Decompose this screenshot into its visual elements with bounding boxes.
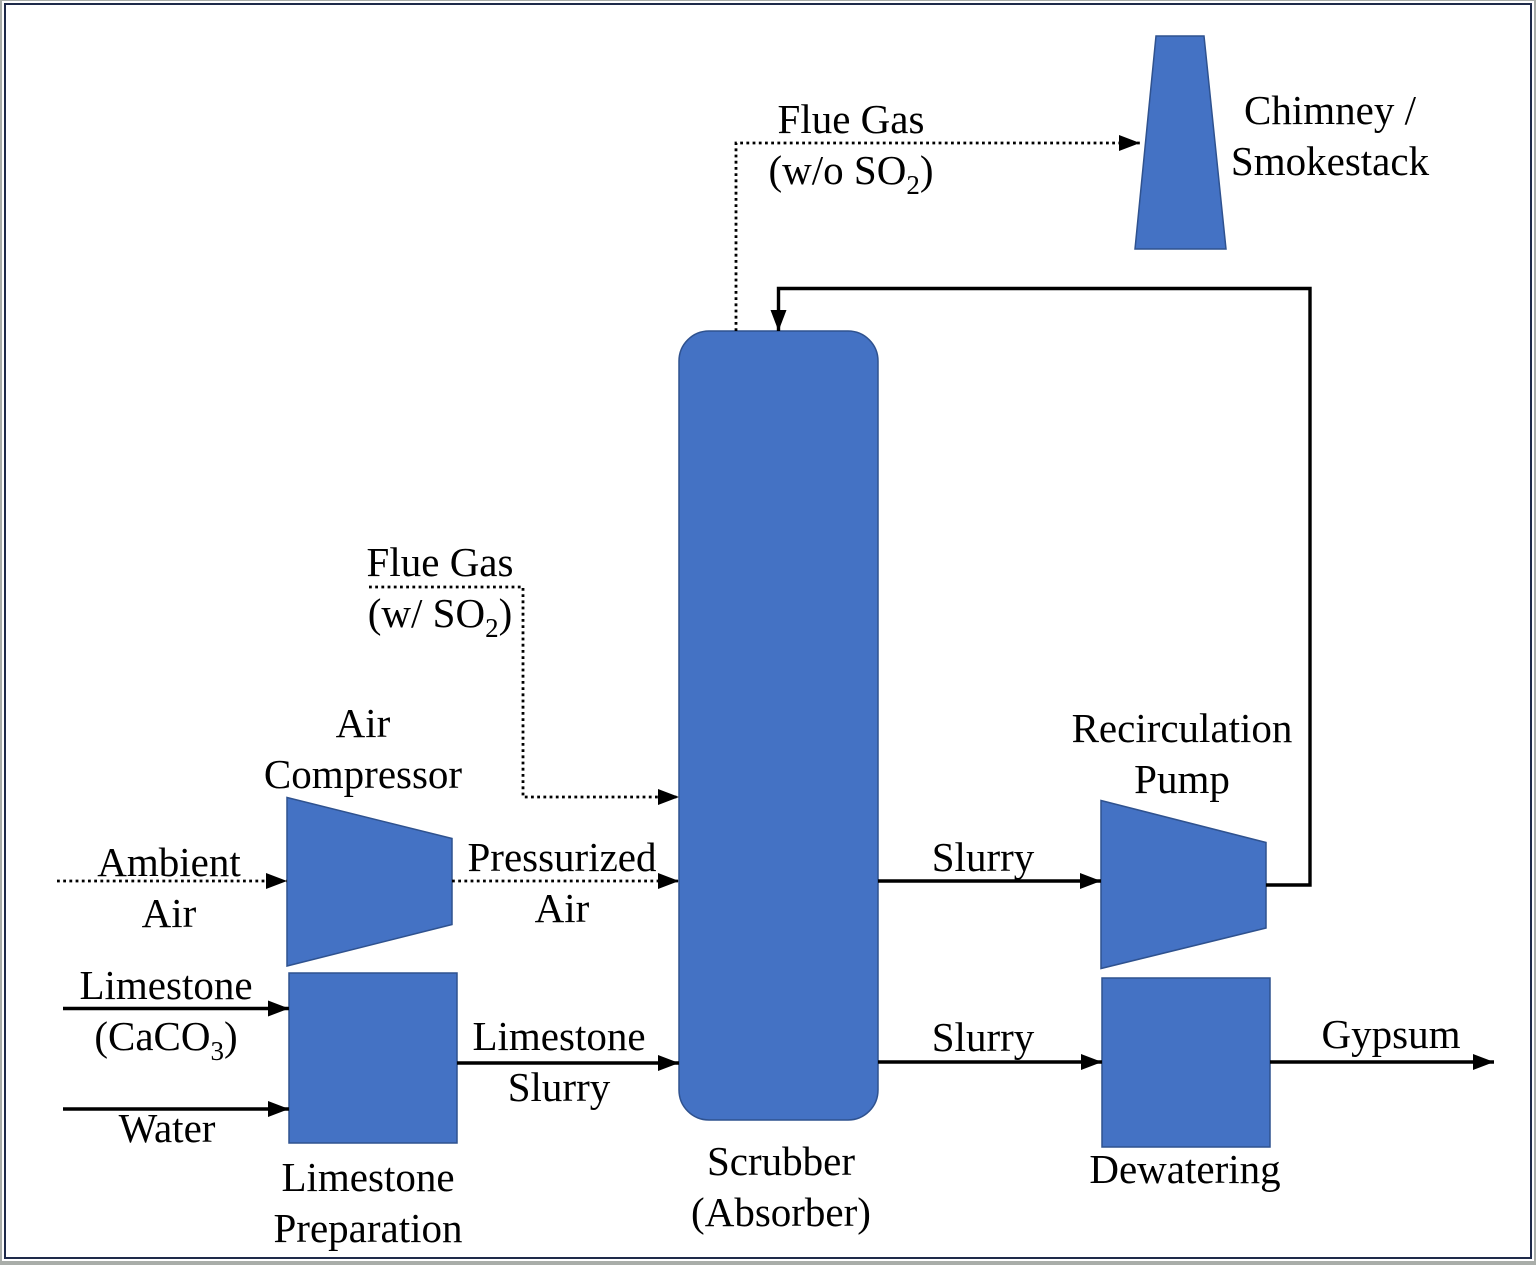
slurry-to-pump-label-line1: Slurry bbox=[931, 834, 1035, 880]
slurry-to-pump-label: Slurry bbox=[932, 832, 1035, 883]
pressurized-air-label: Pressurized Air bbox=[467, 832, 656, 934]
gypsum-out-label: Gypsum bbox=[1322, 1009, 1461, 1060]
dewatering-shape bbox=[1101, 977, 1271, 1148]
water-feed-label-line1: Water bbox=[118, 1105, 216, 1151]
chimney-label-line2: Smokestack bbox=[1230, 138, 1430, 184]
flow-line-flue-gas-in bbox=[369, 585, 679, 805]
dewatering-label-line1: Dewatering bbox=[1089, 1146, 1281, 1192]
limestone-feed-label: Limestone (CaCO3) bbox=[79, 960, 253, 1066]
ambient-air-label-line2: Air bbox=[141, 890, 197, 936]
limestone-feed-label-line2: (CaCO3) bbox=[94, 1013, 238, 1066]
flue-gas-out-label: Flue Gas (w/o SO2) bbox=[768, 94, 934, 200]
recirculation-pump-label: Recirculation Pump bbox=[1072, 703, 1293, 805]
air-compressor-label-line2: Compressor bbox=[263, 751, 463, 797]
dewatering-label: Dewatering bbox=[1089, 1144, 1280, 1195]
limestone-preparation-label-line2: Preparation bbox=[273, 1205, 463, 1251]
flue-gas-in-label: Flue Gas (w/ SO2) bbox=[366, 537, 514, 643]
air-compressor-shape bbox=[286, 796, 453, 967]
pressurized-air-label-line2: Air bbox=[534, 885, 590, 931]
limestone-slurry-label: Limestone Slurry bbox=[472, 1011, 645, 1113]
recirculation-pump-label-line2: Pump bbox=[1134, 756, 1230, 802]
limestone-slurry-label-line1: Limestone bbox=[472, 1013, 646, 1059]
water-feed-label: Water bbox=[119, 1103, 216, 1154]
flue-gas-out-label-line2: (w/o SO2) bbox=[768, 147, 934, 200]
limestone-preparation-label-line1: Limestone bbox=[281, 1154, 455, 1200]
limestone-preparation-shape bbox=[288, 972, 458, 1144]
ambient-air-label-line1: Ambient bbox=[97, 839, 241, 885]
air-compressor-label-line1: Air bbox=[335, 700, 391, 746]
pressurized-air-label-line1: Pressurized bbox=[467, 834, 657, 880]
slurry-to-dewatering-label: Slurry bbox=[932, 1012, 1035, 1063]
ambient-air-label: Ambient Air bbox=[97, 837, 240, 939]
flue-gas-out-label-line1: Flue Gas bbox=[777, 96, 925, 142]
limestone-slurry-label-line2: Slurry bbox=[507, 1064, 611, 1110]
chimney-label: Chimney / Smokestack bbox=[1231, 85, 1429, 187]
flue-gas-in-label-line2: (w/ SO2) bbox=[367, 590, 513, 643]
flow-line-recirculation-return bbox=[770, 286, 1312, 887]
flow-line-flue-gas-out bbox=[734, 135, 1140, 331]
slurry-to-dewatering-label-line1: Slurry bbox=[931, 1014, 1035, 1060]
recirculation-pump-label-line1: Recirculation bbox=[1071, 705, 1293, 751]
scrubber-label-line1: Scrubber bbox=[706, 1138, 856, 1184]
air-compressor-label: Air Compressor bbox=[264, 698, 462, 800]
limestone-feed-label-line1: Limestone bbox=[79, 962, 253, 1008]
limestone-preparation-label: Limestone Preparation bbox=[274, 1152, 463, 1254]
scrubber-label: Scrubber (Absorber) bbox=[691, 1136, 871, 1238]
chimney-shape bbox=[1134, 35, 1227, 250]
scrubber-shape bbox=[678, 330, 879, 1121]
recirculation-pump-shape bbox=[1100, 799, 1267, 970]
flue-gas-in-label-line1: Flue Gas bbox=[366, 539, 514, 585]
scrubber-label-line2: (Absorber) bbox=[691, 1189, 871, 1235]
gypsum-out-label-line1: Gypsum bbox=[1321, 1011, 1461, 1057]
chimney-label-line1: Chimney / bbox=[1244, 87, 1416, 133]
